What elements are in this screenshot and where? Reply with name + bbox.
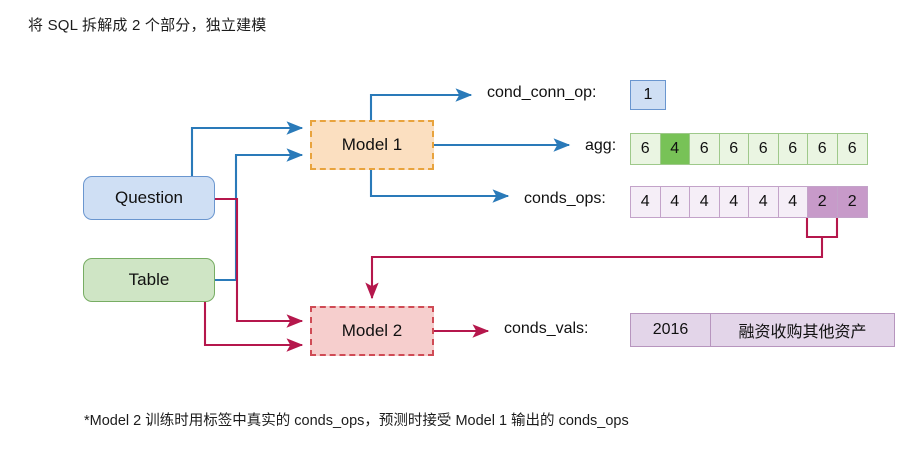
node-model2-label: Model 2 <box>341 321 403 340</box>
agg-cell: 6 <box>631 134 661 164</box>
node-model2[interactable]: Model 2 <box>310 306 434 356</box>
conds-vals-cell: 2016 <box>631 314 711 346</box>
conds-ops-cell: 4 <box>778 187 808 217</box>
node-question-label: Question <box>114 188 184 207</box>
node-table[interactable]: Table <box>83 258 215 302</box>
agg-cell: 6 <box>837 134 867 164</box>
edge-question-to-model1 <box>190 121 304 176</box>
node-model1[interactable]: Model 1 <box>310 120 434 170</box>
node-question[interactable]: Question <box>83 176 215 220</box>
label-conds-ops: conds_ops: <box>524 190 606 207</box>
label-agg: agg: <box>585 137 617 154</box>
label-conds-vals: conds_vals: <box>504 320 589 337</box>
edge-condsops-bracket <box>805 216 839 239</box>
edge-question-to-model2 <box>215 197 304 328</box>
agg-cell: 6 <box>808 134 838 164</box>
value-cond-conn-op: 1 <box>630 80 666 110</box>
conds-vals-cell: 融资收购其他资产 <box>711 314 894 346</box>
conds-ops-cell: 4 <box>690 187 720 217</box>
agg-cell: 6 <box>719 134 749 164</box>
agg-cell-row: 6 4 6 6 6 6 6 6 <box>630 133 868 165</box>
edge-model1-to-condsops <box>369 170 510 203</box>
conds-ops-cell: 4 <box>660 187 690 217</box>
conds-ops-cell: 4 <box>631 187 661 217</box>
edge-condsops-to-model2 <box>365 237 824 300</box>
conds-vals-cell-row: 2016 融资收购其他资产 <box>630 313 895 347</box>
edge-model1-to-condconnop <box>369 88 473 120</box>
footnote-text: *Model 2 训练时用标签中真实的 conds_ops，预测时接受 Mode… <box>84 413 629 429</box>
page-title: 将 SQL 拆解成 2 个部分，独立建模 <box>28 17 267 34</box>
agg-cell: 6 <box>749 134 779 164</box>
agg-cell: 6 <box>778 134 808 164</box>
edge-table-to-model2 <box>203 302 304 352</box>
agg-cell: 6 <box>690 134 720 164</box>
conds-ops-cell-highlighted: 2 <box>837 187 867 217</box>
agg-cell-highlighted: 4 <box>660 134 690 164</box>
edge-table-to-model1 <box>215 148 304 282</box>
label-cond-conn-op: cond_conn_op: <box>487 84 597 101</box>
conds-ops-cell: 4 <box>749 187 779 217</box>
conds-ops-cell: 4 <box>719 187 749 217</box>
conds-ops-cell-highlighted: 2 <box>808 187 838 217</box>
conds-ops-cell-row: 4 4 4 4 4 4 2 2 <box>630 186 868 218</box>
node-table-label: Table <box>128 270 170 289</box>
node-model1-label: Model 1 <box>341 135 403 154</box>
